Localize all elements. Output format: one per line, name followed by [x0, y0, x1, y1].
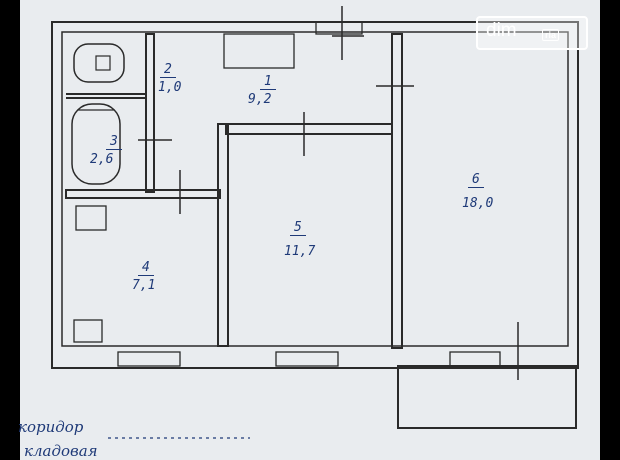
outer-wall-inner [61, 31, 569, 347]
room-4-area: 7,1 [132, 278, 156, 293]
room-1-number: 1 [260, 74, 276, 90]
room-2-area: 1,0 [158, 80, 182, 95]
partition-room-4-room-5 [217, 123, 229, 347]
room-5-area: 11,7 [284, 244, 316, 259]
balcony [397, 365, 577, 429]
room-2-number: 2 [160, 62, 176, 78]
window-top [315, 21, 363, 35]
partition-hall-room-5 [225, 123, 393, 135]
room-1-area: 9,2 [248, 92, 272, 107]
bathtub [71, 103, 121, 185]
stove [75, 205, 107, 231]
outer-wall [51, 21, 579, 369]
watermark-sub-text: ria [542, 29, 560, 41]
room-5-number: 5 [290, 220, 306, 236]
note-storage: кладовая [24, 442, 98, 460]
watermark-main-text: dim [486, 20, 517, 41]
note-corridor: коридор [18, 418, 84, 436]
floor-plan-drawing [51, 6, 579, 439]
watermark-logo: dim ria [476, 16, 588, 50]
sink [73, 319, 103, 343]
window-room-5 [275, 351, 339, 367]
partition-room-4-top [65, 189, 221, 199]
partition-room-6 [391, 33, 403, 349]
closet [223, 33, 295, 69]
room-6-number: 6 [468, 172, 484, 188]
window-room-6 [449, 351, 501, 367]
room-3-number: 3 [106, 134, 122, 150]
room-3-area: 2,6 [90, 152, 114, 167]
floor-plan-sheet: dim ria 1 9,2 2 1,0 3 2,6 4 7,1 5 11,7 6… [18, 0, 600, 460]
room-4-number: 4 [138, 260, 154, 276]
partition-wc-hall [145, 33, 155, 193]
window-room-4 [117, 351, 181, 367]
toilet [73, 43, 125, 83]
room-6-area: 18,0 [462, 196, 494, 211]
